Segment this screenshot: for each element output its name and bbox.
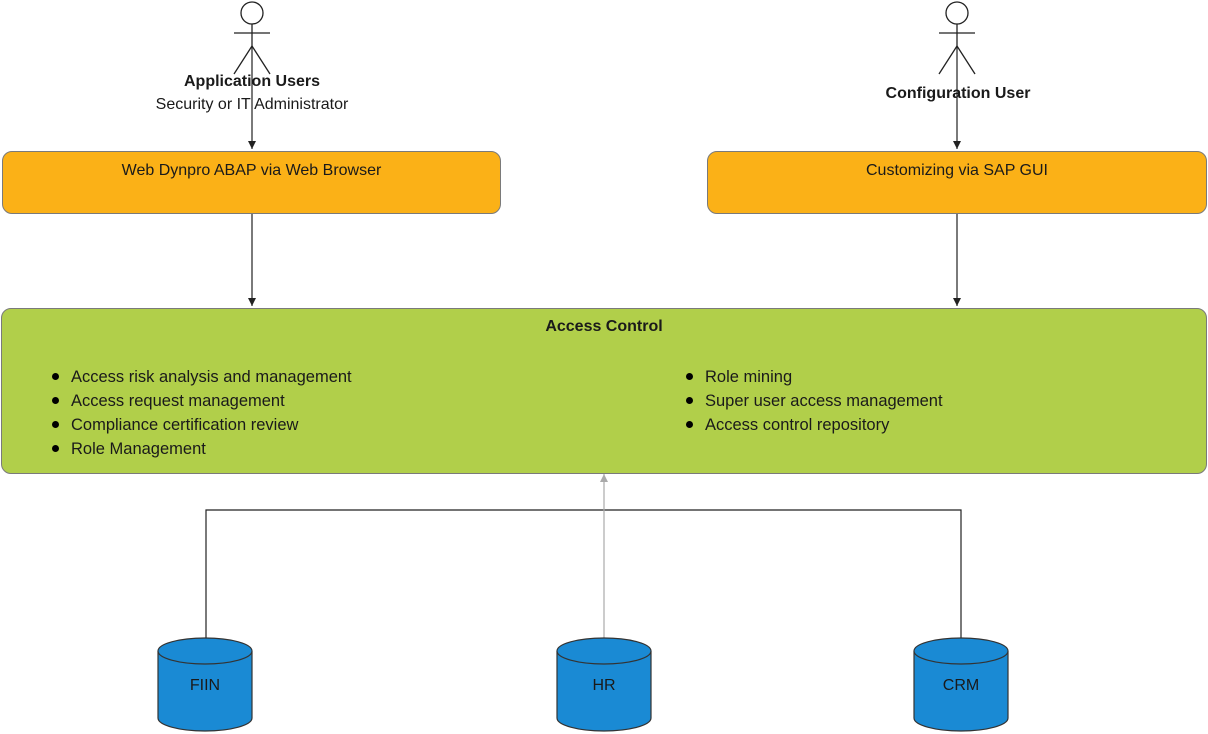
application-users-actor-icon (233, 1, 271, 75)
access-control-title: Access Control (545, 318, 663, 335)
feature-item: Compliance certification review (51, 413, 352, 437)
application-users-subtitle: Security or IT Administrator (155, 96, 349, 113)
database-fiin-label: FIIN (189, 677, 221, 694)
configuration-user-actor-icon (938, 1, 976, 75)
configuration-user-title: Configuration User (885, 85, 1031, 102)
access-control-box: Access Control Access risk analysis and … (1, 308, 1207, 474)
application-users-title: Application Users (183, 73, 321, 90)
database-hr-label: HR (592, 677, 616, 694)
configuration-user-label: Configuration User (808, 82, 1108, 105)
feature-item: Access risk analysis and management (51, 365, 352, 389)
feature-item: Super user access management (685, 389, 943, 413)
sap-gui-label: Customizing via SAP GUI (866, 162, 1048, 179)
database-crm-label: CRM (942, 677, 980, 694)
database-crm-icon (913, 637, 1009, 732)
feature-item: Role Management (51, 437, 352, 461)
web-dynpro-label: Web Dynpro ABAP via Web Browser (121, 162, 382, 179)
web-dynpro-box: Web Dynpro ABAP via Web Browser (2, 151, 501, 214)
database-hr-icon (556, 637, 652, 732)
feature-item: Role mining (685, 365, 943, 389)
access-control-features-left: Access risk analysis and management Acce… (51, 365, 352, 461)
feature-item: Access request management (51, 389, 352, 413)
database-fiin-icon (157, 637, 253, 732)
sap-gui-box: Customizing via SAP GUI (707, 151, 1207, 214)
feature-item: Access control repository (685, 413, 943, 437)
access-control-features-right: Role mining Super user access management… (685, 365, 943, 437)
databases-bus-line (205, 509, 962, 638)
application-users-label: Application Users Security or IT Adminis… (102, 70, 402, 116)
